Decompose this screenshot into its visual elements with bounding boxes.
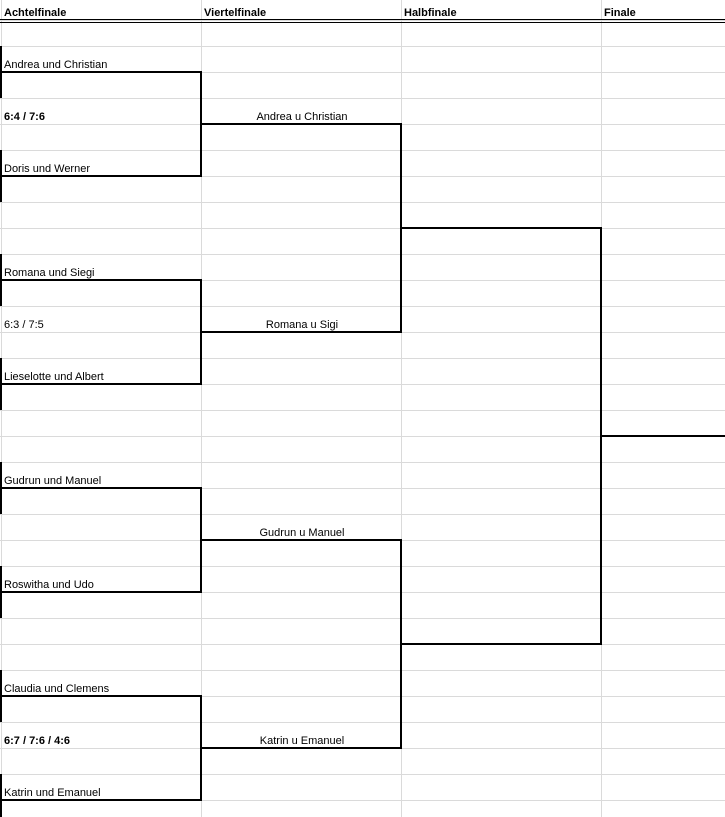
bracket-line — [400, 643, 602, 645]
team-cell-doris-werner[interactable]: Doris und Werner — [4, 163, 90, 175]
team-cell-claudia-clemens[interactable]: Claudia und Clemens — [4, 683, 110, 695]
team-cell-katrin-emanuel[interactable]: Katrin und Emanuel — [4, 787, 101, 799]
team-cell-lieselotte-albert[interactable]: Lieselotte und Albert — [4, 371, 104, 383]
quarterfinal-cell-andrea-christian[interactable]: Andrea u Christian — [256, 111, 348, 123]
bracket-line — [200, 331, 402, 333]
bracket-line — [0, 279, 201, 281]
quarterfinal-cell-katrin-emanuel[interactable]: Katrin u Emanuel — [259, 735, 345, 747]
quarterfinal-cell-gudrun-manuel[interactable]: Gudrun u Manuel — [259, 527, 345, 539]
bracket-line — [0, 799, 201, 801]
quarterfinal-cell-romana-sigi[interactable]: Romana u Sigi — [265, 319, 339, 331]
bracket-line — [0, 175, 201, 177]
column-header-viertelfinale[interactable]: Viertelfinale — [204, 7, 267, 19]
score-cell-match2[interactable]: 6:3 / 7:5 — [4, 319, 44, 331]
column-header-achtelfinale[interactable]: Achtelfinale — [4, 7, 67, 19]
bracket-line — [200, 123, 402, 125]
score-cell-match1[interactable]: 6:4 / 7:6 — [4, 111, 45, 123]
bracket-line — [200, 539, 402, 541]
score-cell-match4[interactable]: 6:7 / 7:6 / 4:6 — [4, 735, 71, 747]
bracket-line — [0, 695, 201, 697]
team-cell-gudrun-manuel[interactable]: Gudrun und Manuel — [4, 475, 102, 487]
header-border-bottom — [0, 22, 725, 23]
team-cell-andrea-christian[interactable]: Andrea und Christian — [4, 59, 108, 71]
bracket-line-final — [600, 435, 725, 437]
bracket-line — [400, 227, 602, 229]
bracket-left-marker — [0, 774, 2, 817]
bracket-line — [0, 383, 201, 385]
bracket-line — [200, 747, 402, 749]
bracket-line — [0, 71, 201, 73]
team-cell-roswitha-udo[interactable]: Roswitha und Udo — [4, 579, 94, 591]
column-header-halbfinale[interactable]: Halbfinale — [404, 7, 457, 19]
bracket-line — [0, 591, 201, 593]
header-border-top — [0, 19, 725, 20]
team-cell-romana-siegi[interactable]: Romana und Siegi — [4, 267, 95, 279]
column-header-finale[interactable]: Finale — [604, 7, 636, 19]
bracket-line — [0, 487, 201, 489]
